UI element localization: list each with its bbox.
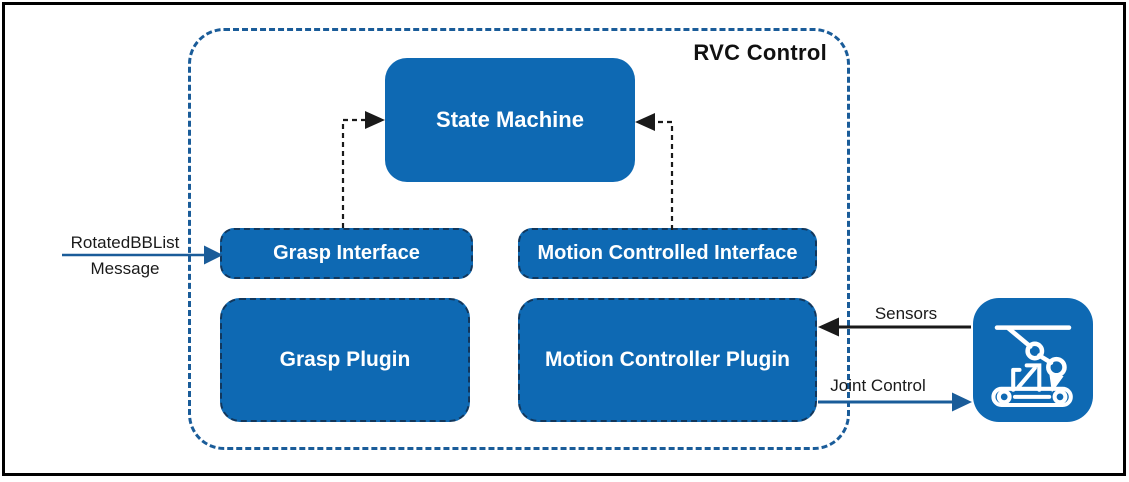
- node-motion-controlled-interface: Motion Controlled Interface: [518, 228, 817, 279]
- container-title: RVC Control: [693, 40, 827, 65]
- input-message-label-line1: RotatedBBList: [70, 233, 180, 252]
- sensors-label: Sensors: [874, 304, 938, 323]
- node-grasp-plugin-label: Grasp Plugin: [279, 348, 411, 371]
- node-motion-controller-plugin: Motion Controller Plugin: [518, 298, 817, 422]
- gripper-tip: [1049, 372, 1064, 393]
- input-message-label-line2: Message: [90, 259, 160, 278]
- node-state-machine-label: State Machine: [436, 107, 584, 132]
- outer-frame: [2, 2, 1126, 476]
- robot-node: [973, 298, 1093, 422]
- rvc-control-container: RVC Control: [188, 28, 850, 450]
- node-grasp-plugin: Grasp Plugin: [220, 298, 470, 422]
- node-grasp-interface-label: Grasp Interface: [273, 242, 420, 264]
- node-motion-controlled-interface-label: Motion Controlled Interface: [537, 242, 798, 264]
- node-state-machine: State Machine: [385, 58, 635, 182]
- node-motion-controller-plugin-label: Motion Controller Plugin: [545, 348, 790, 371]
- joint-control-label: Joint Control: [830, 376, 926, 395]
- node-grasp-interface: Grasp Interface: [220, 228, 473, 279]
- robot-arm-conveyor-icon: [991, 325, 1073, 408]
